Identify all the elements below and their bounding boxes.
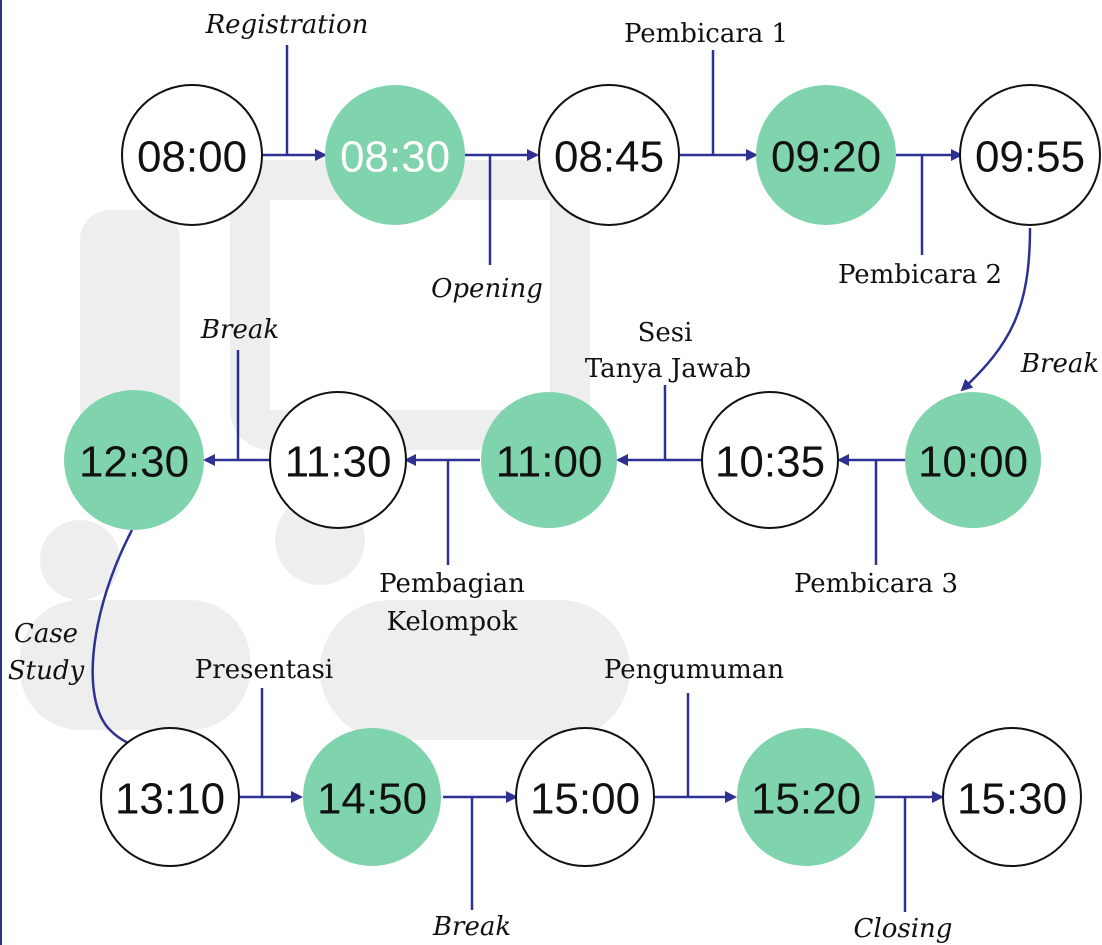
labels: Registration Opening Pembicara 1 Pembica… (8, 10, 1099, 944)
time-node-1500: 15:00 (515, 727, 655, 867)
label-case: Case (14, 619, 78, 649)
nodes: 08:00 08:30 08:45 09:20 09:55 10:00 10:35 11:00… (64, 84, 1101, 867)
time-node-label: 10:00 (918, 438, 1028, 487)
label-sesi: Sesi (638, 318, 693, 348)
label-break-2: Break (200, 315, 279, 345)
time-node-circle (756, 85, 896, 225)
watermark-figure (20, 160, 630, 740)
time-node-circle (701, 391, 839, 529)
time-node-label: 09:20 (771, 133, 881, 182)
time-node-label: 08:30 (340, 133, 450, 182)
curve-0955-1000 (960, 227, 1032, 392)
left-border-line (0, 0, 2, 945)
time-node-label: 08:00 (137, 133, 247, 182)
time-node-circle (121, 84, 263, 226)
label-opening: Opening (431, 274, 543, 304)
time-node-label: 09:55 (975, 133, 1085, 182)
label-break-1: Break (1020, 349, 1099, 379)
connectors (91, 45, 1032, 912)
time-node-circle (303, 728, 441, 866)
time-node-circle (269, 391, 407, 529)
time-node-circle (515, 727, 655, 867)
label-registration: Registration (205, 10, 369, 40)
time-node-label: 11:00 (496, 438, 603, 487)
time-node-label: 14:50 (317, 775, 427, 824)
time-node-1000: 10:00 (905, 392, 1041, 528)
label-closing: Closing (854, 914, 953, 944)
time-node-0920: 09:20 (756, 85, 896, 225)
time-node-label: 15:30 (957, 775, 1067, 824)
time-node-label: 13:10 (115, 775, 225, 824)
time-node-label: 10:35 (715, 438, 825, 487)
label-presentasi: Presentasi (195, 655, 333, 685)
label-break-3: Break (432, 912, 511, 942)
time-node-circle (942, 727, 1082, 867)
label-pembicara-2: Pembicara 2 (838, 260, 1002, 290)
time-node-circle (905, 392, 1041, 528)
time-node-1310: 13:10 (100, 727, 240, 867)
time-node-label: 12:30 (79, 438, 189, 487)
time-node-circle (481, 392, 617, 528)
time-node-label: 15:00 (530, 775, 640, 824)
time-node-circle (959, 84, 1101, 226)
time-node-1450: 14:50 (303, 728, 441, 866)
time-node-label: 15:20 (751, 775, 861, 824)
time-node-1035: 10:35 (701, 391, 839, 529)
time-node-circle (325, 85, 465, 225)
time-node-1130: 11:30 (269, 391, 407, 529)
time-node-1100: 11:00 (481, 392, 617, 528)
time-node-1230: 12:30 (64, 390, 204, 530)
time-node-circle (737, 728, 875, 866)
time-node-label: 11:30 (285, 438, 392, 487)
time-node-label: 08:45 (554, 133, 664, 182)
time-node-0845: 08:45 (538, 84, 680, 226)
time-node-circle (100, 727, 240, 867)
label-study: Study (8, 656, 85, 686)
time-node-1520: 15:20 (737, 728, 875, 866)
label-tanya-jawab: Tanya Jawab (585, 354, 751, 384)
label-kelompok: Kelompok (387, 607, 518, 637)
time-node-1530: 15:30 (942, 727, 1082, 867)
label-pengumuman: Pengumuman (604, 655, 784, 685)
time-node-0955: 09:55 (959, 84, 1101, 226)
label-pembagian: Pembagian (379, 569, 525, 599)
label-pembicara-3: Pembicara 3 (794, 569, 958, 599)
time-node-0800: 08:00 (121, 84, 263, 226)
time-node-circle (538, 84, 680, 226)
time-node-0830: 08:30 (325, 85, 465, 225)
label-pembicara-1: Pembicara 1 (624, 19, 788, 49)
time-node-circle (64, 390, 204, 530)
